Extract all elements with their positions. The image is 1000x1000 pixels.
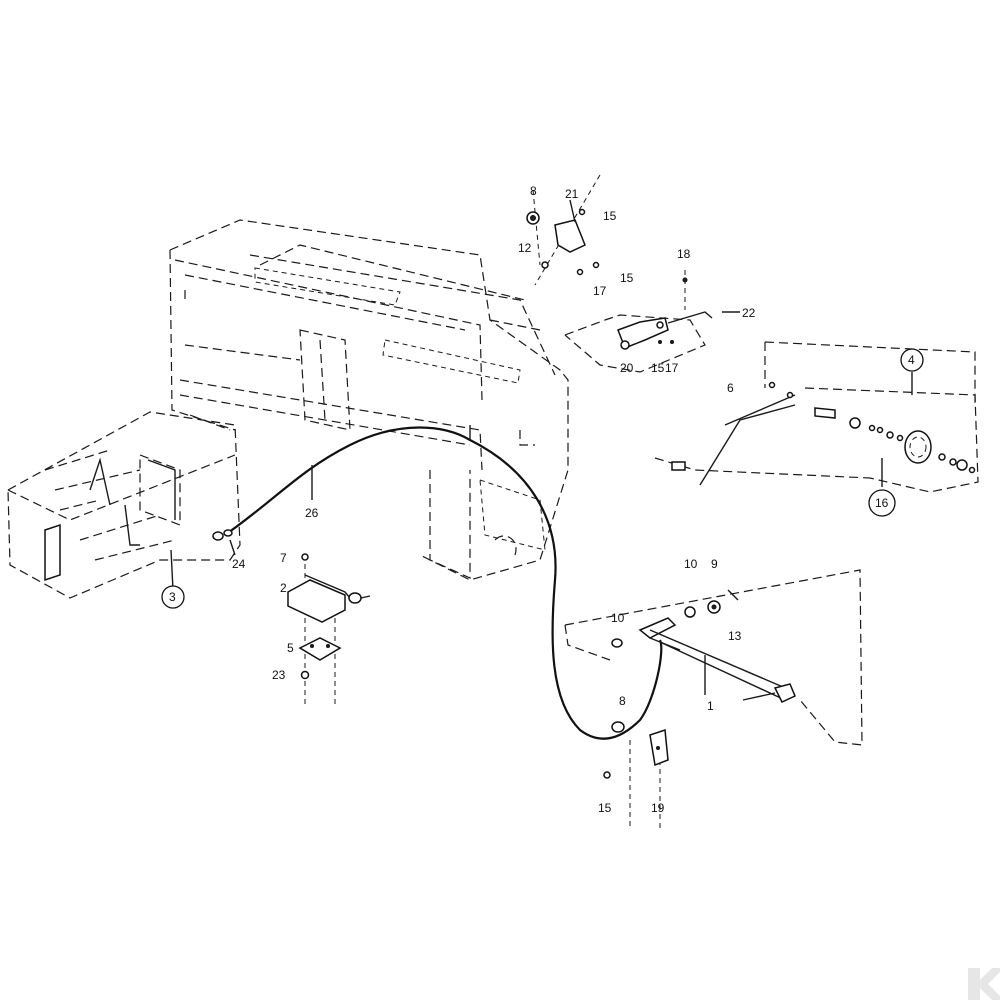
label-21: 21: [565, 187, 579, 201]
label-6: 6: [727, 381, 734, 395]
part-labels: 8 21 15 12 15 17 18 22 20 15 17 4 6 16 2…: [161, 184, 924, 815]
label-16: 16: [875, 496, 889, 510]
upper-bracket-21: [526, 174, 601, 286]
label-10-a: 10: [684, 557, 698, 571]
subframe-assembly-3: [7, 411, 241, 599]
label-15-c: 15: [651, 361, 665, 375]
lower-bracket-19: [603, 721, 669, 830]
cable-bracket-assembly: [287, 553, 371, 705]
label-18: 18: [677, 247, 691, 261]
label-8-bottom: 8: [619, 694, 626, 708]
label-2: 2: [280, 581, 287, 595]
label-22: 22: [742, 306, 756, 320]
label-24: 24: [232, 557, 246, 571]
label-15-d: 15: [598, 801, 612, 815]
label-10-b: 10: [611, 611, 625, 625]
label-20: 20: [620, 361, 634, 375]
label-17-b: 17: [665, 361, 679, 375]
label-8-top: 8: [530, 184, 537, 198]
label-17-a: 17: [593, 284, 607, 298]
callout-circle-4: [900, 348, 924, 372]
label-5: 5: [287, 641, 294, 655]
label-19: 19: [651, 801, 665, 815]
label-1: 1: [707, 699, 714, 713]
lever-bracket-20: [489, 270, 713, 373]
leader-lines: [170, 311, 740, 591]
label-3: 3: [169, 590, 176, 604]
label-13: 13: [728, 629, 742, 643]
label-4: 4: [908, 353, 915, 367]
main-housing: [169, 219, 569, 581]
label-7: 7: [280, 551, 287, 565]
callout-circle-3: [161, 585, 185, 609]
kramp-k-logo: [968, 968, 1000, 1000]
callout-circle-16: [868, 489, 896, 517]
adjuster-assembly-4: [654, 341, 979, 493]
label-26: 26: [305, 506, 319, 520]
tube-assembly-1: [564, 569, 863, 746]
label-15-a: 15: [603, 209, 617, 223]
label-15-b: 15: [620, 271, 634, 285]
label-12: 12: [518, 241, 532, 255]
cable-end-24: [212, 529, 233, 541]
label-9: 9: [711, 557, 718, 571]
label-23: 23: [272, 668, 286, 682]
control-cable-26: [224, 426, 663, 740]
